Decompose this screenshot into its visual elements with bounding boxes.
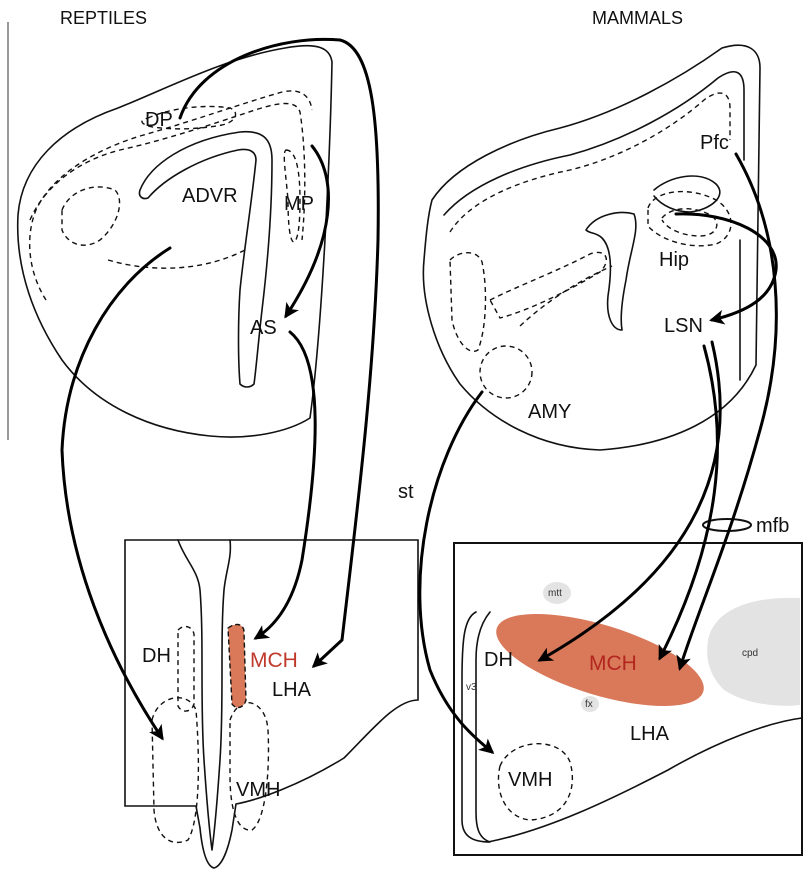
label-as: AS [250,317,277,339]
label-mammal-vmh: VMH [508,769,552,791]
mammal-dashed-cortex-lower [520,266,612,326]
label-fx: fx [585,699,593,710]
label-mp: MP [284,193,314,215]
reptiles-heading: REPTILES [60,8,147,28]
mammal-dashed-lateral [450,253,485,352]
mammal-dashed-temporal [490,252,606,318]
mammal-amygdala-circle [480,346,532,398]
label-advr: ADVR [182,185,238,207]
label-pfc: Pfc [700,132,729,154]
label-lsn: LSN [664,315,703,337]
reptile-ventricle [139,132,272,387]
reptile-hypothalamus-box [125,540,418,868]
label-reptile-vmh: VMH [236,779,280,801]
label-mammal-mch: MCH [589,652,637,675]
label-st: st [398,481,414,503]
label-mammal-lha: LHA [630,723,670,745]
label-mtt: mtt [548,588,562,599]
mammal-dashed-cortex [450,93,730,232]
mammal-panel [420,45,802,855]
label-reptile-dh: DH [142,645,171,667]
label-mfb: mfb [756,515,789,537]
reptile-dashed-advr-base [108,250,245,268]
label-amy: AMY [528,401,571,423]
reptile-dashed-lateral [62,187,120,245]
label-dp: DP [145,109,173,131]
mammal-hemisphere-outline [423,45,760,450]
mammals-heading: MAMMALS [592,8,683,28]
reptile-hemisphere-outline [18,46,332,437]
mammal-ventricle [586,213,636,330]
label-reptile-lha: LHA [272,679,312,701]
label-cpd: cpd [742,648,758,659]
reptile-panel [18,39,418,868]
label-v3: v3 [466,682,477,693]
mammal-hip-to-lsn-arrow [676,214,776,320]
label-hip: Hip [659,249,689,271]
label-reptile-mch: MCH [250,649,298,672]
label-mammal-dh: DH [484,649,513,671]
